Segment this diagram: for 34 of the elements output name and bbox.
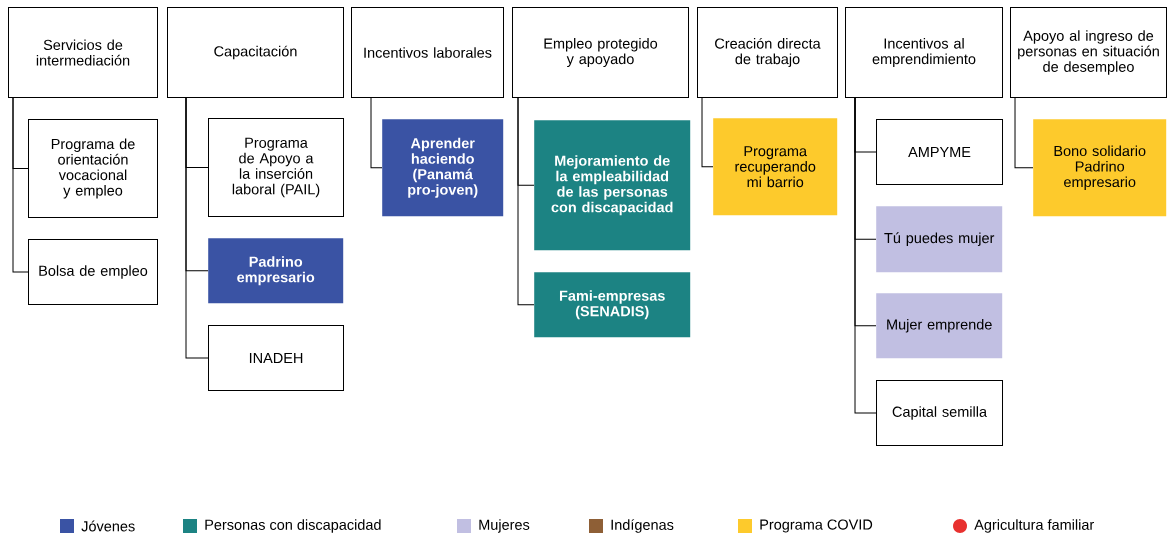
program-box: Mujer emprende xyxy=(876,293,1003,359)
program-box: INADEH xyxy=(208,325,344,391)
program-box: AMPYME xyxy=(876,119,1003,185)
category-box: Empleo protegido y apoyado xyxy=(512,7,689,98)
program-box: Programa de orientación vocacional y empleo xyxy=(28,119,158,218)
program-box: Programa recuperando mi barrio xyxy=(713,118,838,216)
program-box: Bolsa de empleo xyxy=(28,239,158,305)
program-box: Aprender haciendo (Panamá pro-joven) xyxy=(382,119,504,217)
connector xyxy=(370,96,383,169)
legend-label: Personas con discapacidad xyxy=(205,519,381,533)
program-box: Tú puedes mujer xyxy=(876,206,1003,273)
program-box: Capital semilla xyxy=(876,380,1003,446)
connector xyxy=(185,96,209,359)
legend-label: Indígenas xyxy=(611,519,674,533)
connector xyxy=(12,96,29,273)
connector xyxy=(854,96,877,414)
legend-label: Programa COVID xyxy=(760,519,873,533)
program-box: Fami-empresas (SENADIS) xyxy=(534,272,691,338)
category-box: Servicios de intermediación xyxy=(8,7,158,98)
program-box: Padrino empresario xyxy=(208,238,344,304)
legend-label: Mujeres xyxy=(479,519,530,533)
legend-label: Jóvenes xyxy=(81,520,135,532)
category-box: Incentivos laborales xyxy=(351,7,504,98)
category-box: Creación directa de trabajo xyxy=(697,7,838,98)
program-box: Bono solidario Padrino empresario xyxy=(1033,119,1167,217)
connector xyxy=(701,96,714,168)
program-box: Mejoramiento de la empleabilidad de las personas con discapacidad xyxy=(534,120,691,251)
category-box: Incentivos al emprendimiento xyxy=(845,7,1003,98)
category-box: Capacitación xyxy=(167,7,344,98)
legend-label: Agricultura familiar xyxy=(974,519,1094,533)
connector xyxy=(517,96,535,306)
connector xyxy=(1014,96,1034,169)
program-box: Programa de Apoyo a la inserción laboral (PAIL) xyxy=(208,118,344,217)
category-box: Apoyo al ingreso de personas en situación de desempleo xyxy=(1010,7,1167,98)
